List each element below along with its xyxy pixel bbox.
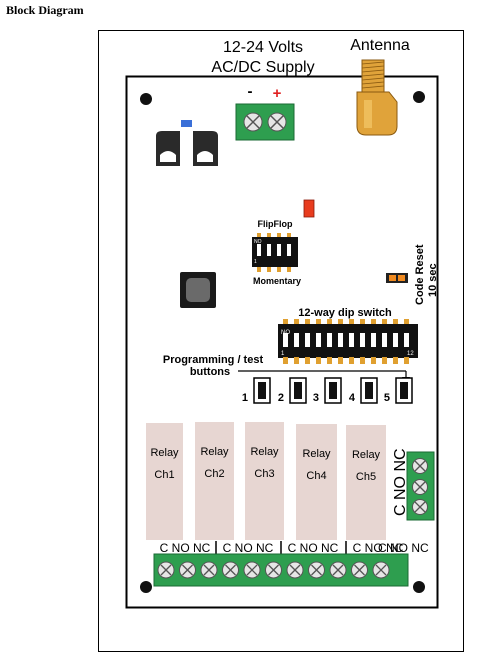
bottom-terminal-label: C NO NC bbox=[288, 541, 339, 555]
mounting-hole-bottom-left bbox=[140, 581, 152, 593]
flipflop-label: FlipFlop bbox=[258, 219, 293, 229]
learn-button-icon bbox=[180, 272, 216, 308]
program-button-5: 5 bbox=[384, 377, 413, 404]
bottom-terminal-label: C NO NC bbox=[378, 541, 429, 555]
code-reset-label: Code Reset bbox=[414, 244, 426, 305]
dip12-lever bbox=[404, 333, 409, 347]
relay-channel: Ch5 bbox=[356, 471, 376, 483]
dip12-lever bbox=[283, 333, 288, 347]
dip12-lever bbox=[316, 333, 321, 347]
program-button-label: 1 bbox=[242, 392, 248, 404]
dip12-lever bbox=[294, 333, 299, 347]
bottom-terminal-label: C NO NC bbox=[160, 541, 211, 555]
program-button-label: 4 bbox=[349, 392, 356, 404]
relay-channel: Ch4 bbox=[306, 470, 326, 482]
supply-voltage-label: 12-24 Volts bbox=[223, 39, 303, 56]
bottom-terminal-block bbox=[153, 553, 409, 587]
mounting-hole-top-left bbox=[140, 93, 152, 105]
dip12-lever bbox=[382, 333, 387, 347]
program-button-2: 2 bbox=[278, 377, 307, 404]
mounting-hole-bottom-right bbox=[413, 581, 425, 593]
svg-text:NO: NO bbox=[254, 239, 262, 245]
page-title: Block Diagram bbox=[6, 3, 84, 17]
mode-dip-switch: NO 1 bbox=[252, 233, 298, 272]
dip12-lever bbox=[327, 333, 332, 347]
side-terminal-label: C NO NC bbox=[392, 448, 409, 516]
antenna-label: Antenna bbox=[350, 37, 410, 54]
dip12-lever bbox=[349, 333, 354, 347]
dip12-lever bbox=[338, 333, 343, 347]
relay-word: Relay bbox=[150, 447, 179, 459]
relay-channel: Ch2 bbox=[204, 468, 224, 480]
dip12-lever bbox=[371, 333, 376, 347]
program-button-4: 4 bbox=[349, 377, 378, 404]
program-button-label: 5 bbox=[384, 392, 390, 404]
svg-text:NO: NO bbox=[281, 330, 290, 336]
antenna-icon bbox=[356, 59, 398, 136]
program-button-3: 3 bbox=[313, 377, 342, 404]
momentary-label: Momentary bbox=[253, 276, 301, 286]
svg-text:1: 1 bbox=[254, 259, 257, 265]
led-icon bbox=[303, 199, 315, 218]
mounting-hole-top-right bbox=[413, 91, 425, 103]
bottom-terminal-label: C NO NC bbox=[223, 541, 274, 555]
programming-label-buttons: buttons bbox=[190, 366, 230, 378]
svg-text:1: 1 bbox=[281, 351, 285, 357]
dip-switch-12way: NO 1 12 bbox=[278, 319, 418, 364]
minus-sign: - bbox=[248, 83, 253, 100]
bottom-terminal-label: C NO NC bbox=[353, 541, 404, 555]
dip12-title: 12-way dip switch bbox=[298, 307, 392, 319]
program-button-label: 3 bbox=[313, 392, 319, 404]
code-reset-time-label: 10 sec bbox=[427, 263, 439, 297]
relay-word: Relay bbox=[302, 448, 331, 460]
programming-label: Programming / test bbox=[163, 354, 264, 366]
supply-type-label: AC/DC Supply bbox=[211, 59, 314, 76]
program-button-1: 1 bbox=[242, 377, 271, 404]
relay-channel: Ch1 bbox=[154, 469, 174, 481]
svg-text:12: 12 bbox=[407, 351, 414, 357]
relay-word: Relay bbox=[200, 446, 229, 458]
dip12-lever bbox=[393, 333, 398, 347]
capacitor-icon bbox=[156, 120, 218, 166]
dip12-lever bbox=[360, 333, 365, 347]
relay-word: Relay bbox=[352, 449, 381, 461]
relay-word: Relay bbox=[250, 446, 279, 458]
code-reset-jumper bbox=[386, 273, 408, 283]
relay-channel: Ch3 bbox=[254, 468, 274, 480]
plus-sign: + bbox=[273, 85, 282, 102]
supply-terminal-block bbox=[235, 103, 295, 141]
dip12-lever bbox=[305, 333, 310, 347]
side-terminal-block bbox=[406, 451, 435, 521]
program-button-label: 2 bbox=[278, 392, 284, 404]
